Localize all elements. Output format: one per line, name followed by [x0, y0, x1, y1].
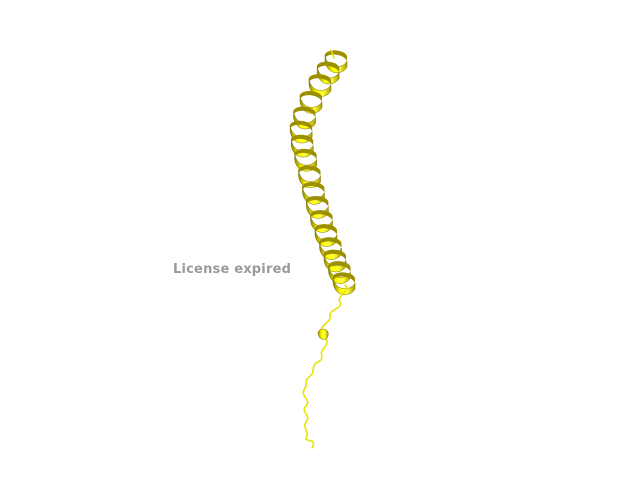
- helix-turn-back: [302, 181, 325, 193]
- helix-turn-back: [309, 74, 331, 85]
- helix-turn-back: [306, 196, 329, 207]
- alpha-helix: [289, 50, 356, 295]
- helix-turn-back: [315, 224, 337, 235]
- helix-turn-back: [317, 61, 340, 73]
- helix-turn-back: [310, 210, 333, 221]
- license-expired-watermark: License expired: [173, 262, 292, 277]
- helix-turn-back: [293, 106, 316, 118]
- helix-turn-back: [325, 50, 347, 61]
- helix-turn-back: [328, 261, 351, 272]
- helix-turn-back: [324, 249, 346, 261]
- helix-turn-back: [319, 237, 342, 248]
- coil-loop: [302, 49, 348, 449]
- helix-turn-front: [293, 111, 316, 130]
- helix-turn-front: [302, 186, 325, 205]
- helix-turn-back: [298, 165, 321, 176]
- helix-turn-back: [291, 134, 314, 146]
- helix-turn-back: [294, 148, 317, 160]
- short-helix-turn: [317, 328, 329, 340]
- helix-turn-back: [300, 91, 322, 102]
- helix-turn-back: [290, 120, 313, 132]
- helix-turn-back: [333, 272, 355, 283]
